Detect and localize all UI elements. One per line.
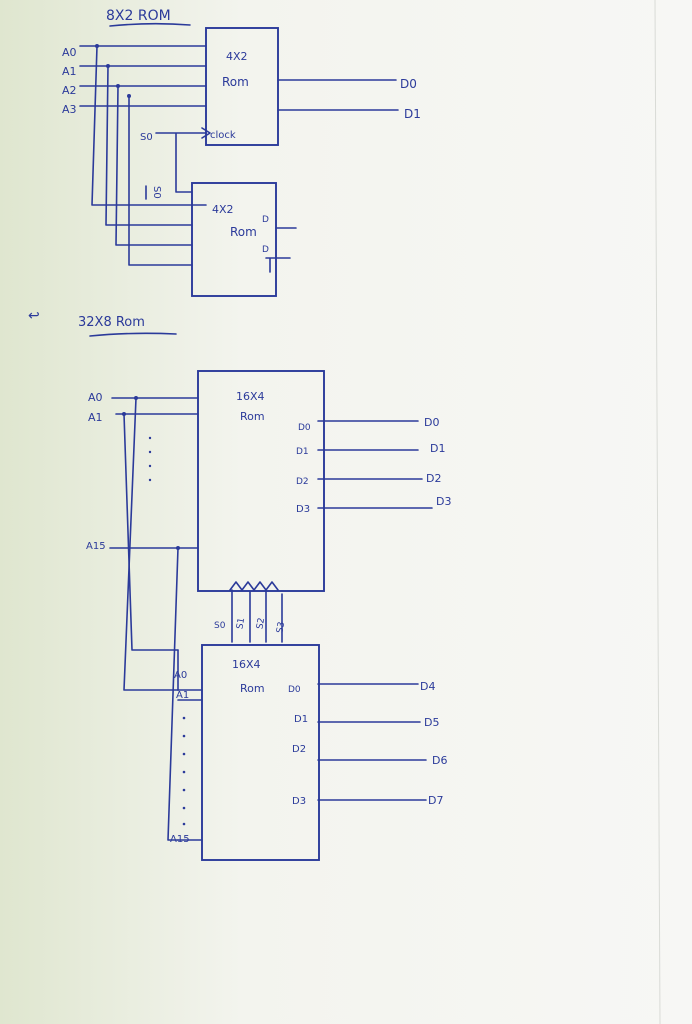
output-label-d7: D7 [428,794,443,807]
top-input-label-a1: A1 [88,411,103,424]
bottom-input-label-a1: A1 [176,690,189,701]
top-address-wires [109,396,199,841]
bottom-input-label-a0: A0 [174,670,187,681]
top-input-label-a0: A0 [88,391,103,404]
select-bar-label: S0 [151,186,162,199]
diagram-1-title: 8X2 ROM [106,8,171,24]
title-underline [109,22,191,27]
rom-bottom-out1-wire [265,257,291,273]
rom-top-pin-d3: D3 [296,504,310,515]
diagram-8x2-rom: 8X2 ROM A0 A1 A2 A3 4X2 Rom clock 4X2 Ro… [62,8,421,297]
rom-16x4-bottom-label: Rom [240,682,265,695]
rom-bottom-label: Rom [230,225,257,239]
output-label-d6: D6 [432,754,447,767]
rom-16x4-bottom [201,644,320,861]
select-zigzag [229,581,279,591]
rom-top-label: Rom [222,75,249,89]
input-label-a0: A0 [62,46,77,59]
rom-bottom-size: 4X2 [212,203,234,216]
input-label-a1: A1 [62,65,77,78]
rom-16x4-top-size: 16X4 [236,390,265,403]
rom-16x4-bottom-size: 16X4 [232,658,261,671]
title-2-underline [89,332,177,337]
output-label-d1: D1 [404,107,421,121]
diagram-2-title: 32X8 Rom [78,315,145,330]
input-label-a2: A2 [62,84,77,97]
rom-4x2-top [205,27,279,146]
rom-top-size: 4X2 [226,50,248,63]
rom-4x2-bottom [191,182,277,297]
select-label: S0 [140,132,153,143]
select-pin-wires [231,589,283,643]
rom-top-pin-d1: D1 [296,447,309,457]
select-pin-label-s2: S2 [255,617,267,630]
rom-bottom-out1: D [262,245,269,255]
page-fold [654,0,661,1024]
output-label-d2: D2 [426,472,441,485]
rom-top-pin-d2: D2 [296,477,309,487]
select-pin-label-s1: S1 [235,617,247,630]
rom-top-pin-d0: D0 [298,423,311,433]
bottom-address-wires [177,649,203,841]
clock-arrow [201,127,211,139]
output-label-d3: D3 [436,495,451,508]
select-wire [155,132,207,193]
output-label-d0: D0 [424,416,439,429]
rom-16x4-top-label: Rom [240,410,265,423]
rom-bottom-pin-d3: D3 [292,796,306,807]
output-label-d1: D1 [430,442,445,455]
rom-bottom-out0: D [262,215,269,225]
rom-16x4-top [197,370,325,592]
diagram-32x8-rom: 32X8 Rom 16X4 Rom D0 D1 D2 D3 A0 A1 A15 [78,315,451,861]
output-label-d5: D5 [424,716,439,729]
rom-bottom-pin-d1: D1 [294,714,308,725]
output-label-d4: D4 [420,680,435,693]
rom-bottom-pin-d2: D2 [292,744,306,755]
input-wires [79,44,207,266]
arrow-mark: ↩ [28,308,40,324]
rom-top-clock-label: clock [210,130,236,141]
output-label-d0: D0 [400,77,417,91]
input-label-a3: A3 [62,103,77,116]
rom-bottom-pin-d0: D0 [288,685,301,695]
top-input-label-a15: A15 [86,541,106,552]
select-pin-label-s0: S0 [214,621,226,631]
